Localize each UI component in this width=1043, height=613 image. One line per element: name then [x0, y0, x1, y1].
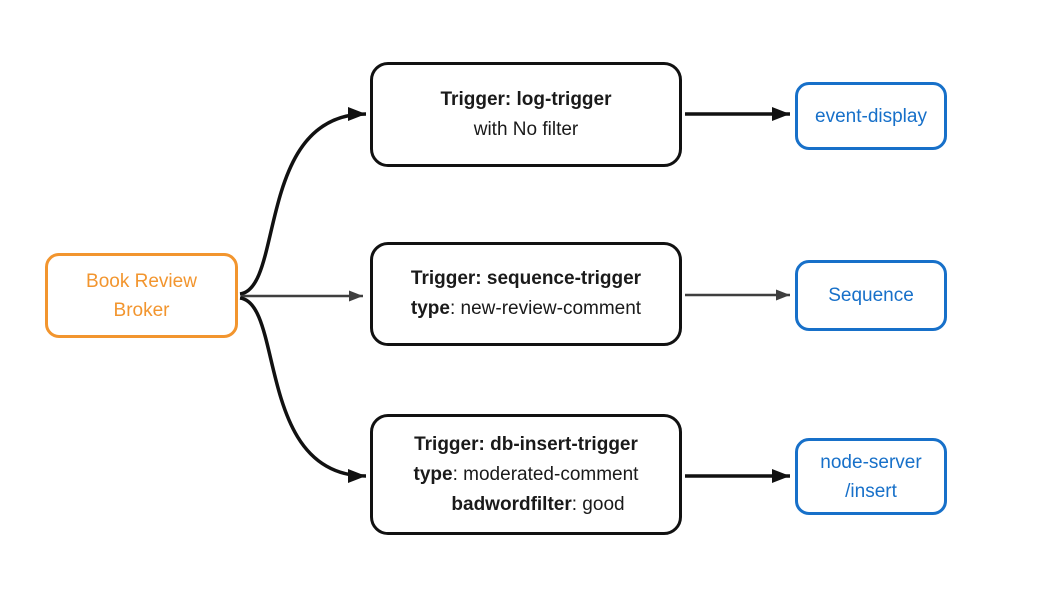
- node-sink-event-display: event-display: [795, 82, 947, 150]
- node-trigger-db-insert: Trigger: db-insert-trigger type: moderat…: [370, 414, 682, 535]
- property-key: badwordfilter: [451, 493, 572, 515]
- node-trigger-sequence: Trigger: sequence-trigger type: new-revi…: [370, 242, 682, 346]
- sink-label: node-server: [820, 451, 922, 473]
- trigger-subtitle: with No filter: [473, 118, 579, 140]
- trigger-title: Trigger: sequence-trigger: [410, 268, 642, 289]
- property-value: : moderated-comment: [452, 463, 639, 485]
- arrow-broker-to-log-trigger: [239, 107, 367, 296]
- sink-label-line2: /insert: [845, 480, 897, 502]
- arrow-broker-to-db-insert-trigger: [239, 296, 367, 483]
- property-key: type: [410, 298, 450, 319]
- broker-label-line2: Broker: [113, 299, 170, 321]
- node-sink-sequence: Sequence: [795, 260, 947, 331]
- trigger-title: Trigger: db-insert-trigger: [414, 433, 638, 455]
- trigger-title: Trigger: log-trigger: [440, 88, 612, 110]
- trigger-property: badwordfilter: good: [373, 490, 679, 520]
- sink-label: event-display: [815, 105, 927, 127]
- property-value: : good: [571, 493, 625, 515]
- broker-label-line1: Book Review: [86, 270, 197, 292]
- property-key: type: [413, 463, 453, 485]
- trigger-property: type: new-review-comment: [373, 294, 679, 324]
- trigger-property: type: moderated-comment: [373, 460, 679, 490]
- node-trigger-log: Trigger: log-trigger with No filter: [370, 62, 682, 167]
- sink-label: Sequence: [828, 285, 914, 306]
- node-sink-node-server-insert: node-server /insert: [795, 438, 947, 515]
- node-book-review-broker: Book Review Broker: [45, 253, 238, 338]
- property-value: : new-review-comment: [449, 298, 642, 319]
